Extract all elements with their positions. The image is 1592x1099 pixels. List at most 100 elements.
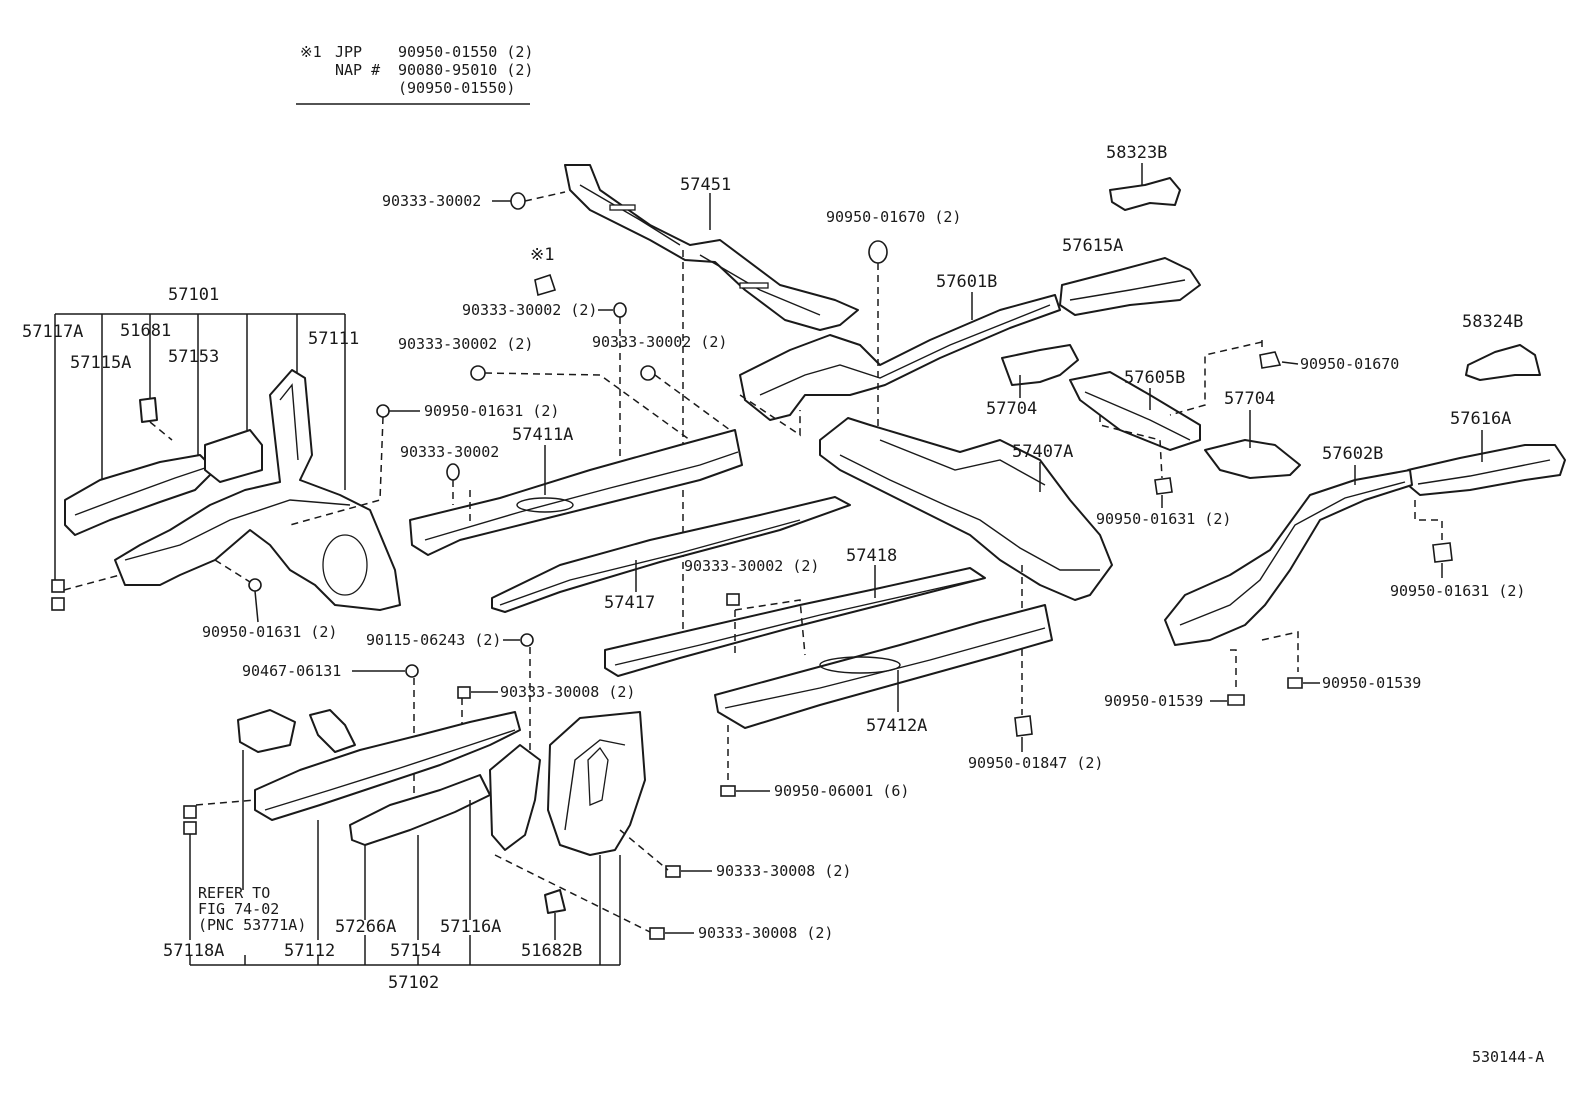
note-region-jpp: JPP <box>335 43 362 61</box>
part-bracket-top[interactable] <box>237 709 296 753</box>
label-90950-01539-b: 90950-01539 <box>1322 674 1421 692</box>
label-57602B: 57602B <box>1322 444 1383 464</box>
label-57704-b: 57704 <box>1224 389 1275 409</box>
assembly-58324B: 58324B <box>1462 312 1541 381</box>
label-90950-01631-c: 90950-01631 (2) <box>1096 510 1231 528</box>
label-90950-01670-b: 90950-01670 <box>1300 355 1399 373</box>
part-58324B[interactable] <box>1465 344 1541 381</box>
label-90467-06131: 90467-06131 <box>242 662 341 680</box>
part-57616A[interactable] <box>1407 444 1566 496</box>
note-part-2: 90080-95010 (2) <box>398 61 533 79</box>
grommet-90333-30002-d <box>640 365 656 381</box>
plug-90950-06001 <box>720 785 736 797</box>
label-57451: 57451 <box>680 175 731 195</box>
part-57418[interactable] <box>604 567 986 677</box>
label-90333-30002-c: 90333-30002 (2) <box>398 335 533 353</box>
assembly-57605B: 57704 57605B 57704 90950-01670 90950-016… <box>986 340 1399 528</box>
plug-90950-01670-a <box>868 240 888 264</box>
assembly-57411A: 90333-30002 (2) 90333-30002 (2) 90333-30… <box>398 333 743 556</box>
part-57154[interactable] <box>349 774 491 846</box>
assembly-57601B: 90950-01670 (2) 57601B 57615A 58323B <box>739 143 1201 437</box>
label-58324B: 58324B <box>1462 312 1523 332</box>
label-57118A: 57118A <box>163 941 224 961</box>
label-90950-01631-a: 90950-01631 (2) <box>424 402 559 420</box>
plug-90950-01539-a <box>1227 694 1245 706</box>
label-90333-30002-f: 90333-30002 (2) <box>684 557 819 575</box>
label-mark1: ※1 <box>530 245 554 265</box>
label-90333-30002-e: 90333-30002 <box>400 443 499 461</box>
label-51682B: 51682B <box>521 941 582 961</box>
clip-57118A <box>183 805 197 819</box>
part-57602B[interactable] <box>1164 469 1413 646</box>
part-57412A[interactable] <box>714 604 1053 729</box>
plug-90333-30008-b <box>665 865 681 878</box>
label-57115A: 57115A <box>70 353 131 373</box>
label-58323B: 58323B <box>1106 143 1167 163</box>
note-region-nap: NAP # <box>335 61 380 79</box>
grommet-90333-30002-a <box>510 192 526 210</box>
plug-90950-01631-d <box>1432 542 1453 563</box>
label-57154: 57154 <box>390 941 441 961</box>
assembly-57602B: 57616A 57602B 90950-01631 (2) 90950-0153… <box>1104 409 1566 710</box>
part-57704-b[interactable] <box>1204 439 1301 479</box>
assembly-57407A: 57407A <box>819 417 1113 715</box>
part-51682B[interactable] <box>544 889 566 914</box>
label-90333-30002-b: 90333-30002 (2) <box>462 301 597 319</box>
part-57153[interactable] <box>204 429 263 483</box>
label-90333-30002-a: 90333-30002 <box>382 192 481 210</box>
label-90333-30002-d: 90333-30002 (2) <box>592 333 727 351</box>
label-90950-01631-d: 90950-01631 (2) <box>1390 582 1525 600</box>
part-57451[interactable] <box>564 164 859 331</box>
label-57704-a: 57704 <box>986 399 1037 419</box>
plug-90950-01847 <box>1014 715 1033 737</box>
label-refer-2: FIG 74-02 <box>198 900 279 918</box>
label-90333-30008-a: 90333-30008 (2) <box>500 683 635 701</box>
grommet-90333-30002-e <box>446 463 460 481</box>
note-part-1: 90950-01550 (2) <box>398 43 533 61</box>
part-57116A[interactable] <box>489 744 541 851</box>
label-57112: 57112 <box>284 941 335 961</box>
note-block: ※1 JPP 90950-01550 (2) NAP # 90080-95010… <box>296 43 533 105</box>
plug-90950-01631-c <box>1154 477 1173 495</box>
assembly-57101: 57101 57117A 51681 57115A 57153 57111 90… <box>22 285 559 641</box>
part-57407A[interactable] <box>819 417 1113 601</box>
label-refer-1: REFER TO <box>198 884 270 902</box>
label-90950-01539-a: 90950-01539 <box>1104 692 1203 710</box>
part-57411A[interactable] <box>409 429 743 556</box>
part-57615A[interactable] <box>1059 257 1201 316</box>
plug-90333-30008-a <box>457 686 471 699</box>
plug-90333-30002-f <box>726 593 740 606</box>
assembly-57412A: 90950-01847 (2) 57412A 90950-06001 (6) <box>714 604 1103 800</box>
label-90950-01670-a: 90950-01670 (2) <box>826 208 961 226</box>
label-90950-06001: 90950-06001 (6) <box>774 782 909 800</box>
label-90333-30008-c: 90333-30008 (2) <box>698 924 833 942</box>
part-57704-a[interactable] <box>1001 344 1079 386</box>
part-57266A[interactable] <box>309 709 356 753</box>
label-57101: 57101 <box>168 285 219 305</box>
plug-90333-30008-c <box>649 927 665 940</box>
label-57615A: 57615A <box>1062 236 1123 256</box>
plug-mark1: ※1 90333-30002 (2) <box>462 245 627 500</box>
bolt-90115-06243 <box>520 633 534 647</box>
label-57117A: 57117A <box>22 322 83 342</box>
part-57605B[interactable] <box>1069 371 1201 451</box>
part-58323B[interactable] <box>1109 177 1181 211</box>
label-57116A: 57116A <box>440 917 501 937</box>
part-57601B[interactable] <box>739 294 1061 421</box>
label-57605B: 57605B <box>1124 368 1185 388</box>
label-57417: 57417 <box>604 593 655 613</box>
bolt-90950-01631-b <box>248 578 262 592</box>
label-57153: 57153 <box>168 347 219 367</box>
label-51681: 51681 <box>120 321 171 341</box>
part-57115A[interactable] <box>64 454 216 536</box>
part-51681[interactable] <box>139 397 158 423</box>
part-57112[interactable] <box>254 711 521 821</box>
label-57616A: 57616A <box>1450 409 1511 429</box>
clip-90467-06131 <box>405 664 419 678</box>
figure-id: 530144-A <box>1472 1048 1544 1066</box>
label-57411A: 57411A <box>512 425 573 445</box>
label-57407A: 57407A <box>1012 442 1073 462</box>
label-57412A: 57412A <box>866 716 927 736</box>
label-90950-01847: 90950-01847 (2) <box>968 754 1103 772</box>
grommet-90333-30002-c <box>470 365 486 381</box>
